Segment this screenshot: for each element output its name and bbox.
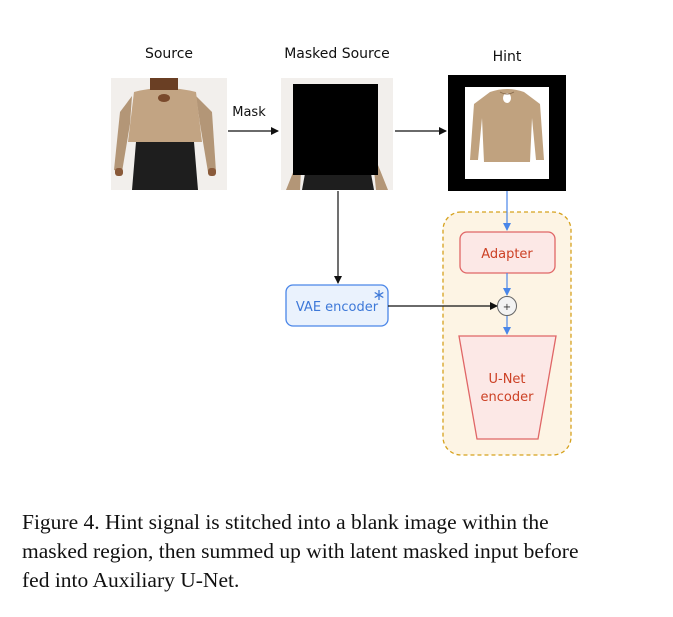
source-image (111, 78, 227, 190)
unet-label-line1: U-Net (488, 372, 525, 387)
hint-image (448, 75, 566, 191)
sum-symbol: + (503, 302, 511, 313)
sum-node (497, 296, 517, 316)
adapter-label: Adapter (481, 247, 533, 262)
hint-label: Hint (492, 49, 522, 65)
caption-line-2: masked region, then summed up with laten… (22, 539, 579, 563)
mask-region (293, 84, 378, 175)
unet-encoder-block (458, 335, 557, 440)
masked-source-label: Masked Source (284, 46, 390, 62)
mask-label: Mask (232, 105, 266, 120)
masked-source-image (281, 78, 393, 190)
figure-caption: Figure 4. Hint signal is stitched into a… (22, 508, 654, 595)
caption-line-1: Figure 4. Hint signal is stitched into a… (22, 510, 549, 534)
snowflake-icon (374, 290, 384, 300)
caption-line-3: fed into Auxiliary U-Net. (22, 568, 240, 592)
unet-label-line2: encoder (481, 390, 535, 405)
vae-encoder-label: VAE encoder (296, 300, 379, 315)
source-label: Source (144, 46, 194, 62)
